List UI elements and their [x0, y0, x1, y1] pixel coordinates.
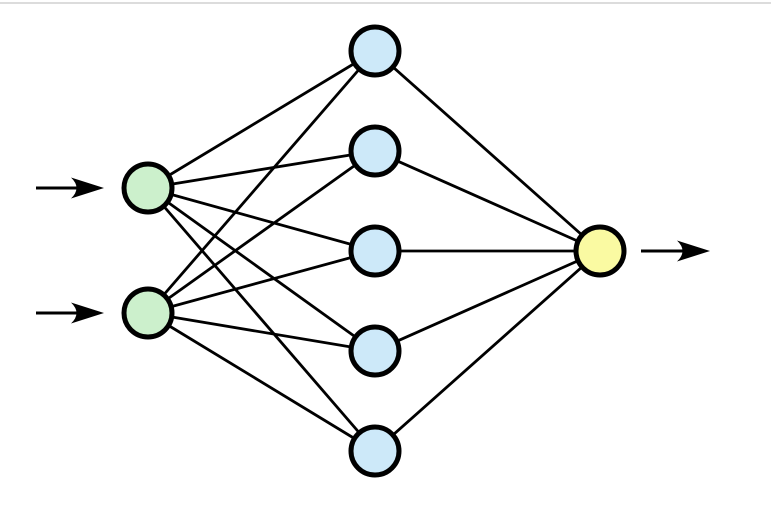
- top-rule-divider: [0, 2, 771, 4]
- input-arrow-2: [36, 302, 104, 324]
- edge-i2-h5: [147, 311, 376, 453]
- edge-i2-h2: [147, 149, 376, 315]
- hidden-node-5: [348, 424, 402, 478]
- edge-i1-h3: [147, 186, 376, 253]
- output-arrow: [641, 240, 710, 262]
- edge-i2-h3: [147, 249, 376, 315]
- hidden-node-4: [348, 324, 402, 378]
- hidden-node-3: [348, 224, 402, 278]
- edge-h4-o1: [374, 249, 601, 353]
- hidden-node-1: [348, 24, 402, 78]
- hidden-node-2: [348, 124, 402, 178]
- edge-h1-o1: [374, 49, 601, 253]
- edge-h5-o1: [374, 249, 601, 453]
- output-arrow-head: [677, 240, 710, 262]
- input-arrow-2-head: [71, 302, 104, 324]
- output-node-1: [573, 224, 627, 278]
- edge-i1-h1: [147, 49, 376, 190]
- input-node-2: [121, 286, 175, 340]
- input-node-1: [121, 161, 175, 215]
- edge-i1-h2: [147, 149, 376, 190]
- edge-i2-h4: [147, 311, 376, 353]
- edge-h2-o1: [374, 149, 601, 253]
- edge-i1-h5: [146, 187, 377, 452]
- edge-i1-h4: [147, 186, 376, 353]
- edge-i2-h1: [146, 50, 377, 314]
- input-arrow-1: [36, 177, 104, 199]
- input-arrow-1-head: [71, 177, 104, 199]
